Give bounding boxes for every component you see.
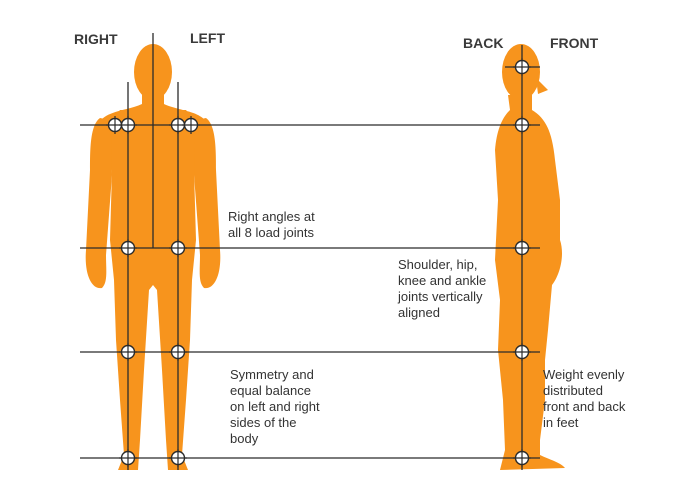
front-label: FRONT (550, 35, 599, 51)
joint-crosshair-icon (169, 116, 187, 134)
joint-crosshair-icon (169, 239, 187, 257)
note-line: Symmetry and (230, 367, 314, 382)
note-line: all 8 load joints (228, 225, 314, 240)
note-line: Shoulder, hip, (398, 257, 478, 272)
right-label: RIGHT (74, 31, 118, 47)
alignment-lines (80, 33, 540, 470)
joint-crosshair-icon (169, 343, 187, 361)
note-line: Right angles at (228, 209, 315, 224)
note-right-angles: Right angles at all 8 load joints (228, 209, 315, 241)
joint-crosshair-icon (119, 116, 137, 134)
joint-crosshair-icon (169, 449, 187, 467)
note-weight: Weight evenly distributed front and back… (543, 367, 625, 431)
joint-crosshair-icon (513, 116, 531, 134)
joint-crosshair-icon (119, 449, 137, 467)
joint-crosshair-icon (513, 449, 531, 467)
joint-markers (106, 58, 531, 467)
joint-crosshair-icon (513, 343, 531, 361)
joint-crosshair-icon (513, 239, 531, 257)
note-line: sides of the (230, 415, 297, 430)
note-line: on left and right (230, 399, 320, 414)
note-line: in feet (543, 415, 579, 430)
back-label: BACK (463, 35, 504, 51)
joint-crosshair-icon (119, 239, 137, 257)
joint-crosshair-icon (182, 116, 200, 134)
note-vertical-alignment: Shoulder, hip, knee and ankle joints ver… (398, 257, 486, 321)
joint-crosshair-icon (119, 343, 137, 361)
note-line: knee and ankle (398, 273, 487, 288)
note-line: Weight evenly (543, 367, 625, 382)
note-line: equal balance (230, 383, 311, 398)
note-line: front and back (543, 399, 626, 414)
note-line: joints vertically (398, 289, 483, 304)
note-line: distributed (543, 383, 603, 398)
note-line: aligned (398, 305, 440, 320)
left-label: LEFT (190, 30, 225, 46)
note-symmetry: Symmetry and equal balance on left and r… (230, 367, 320, 447)
joint-crosshair-icon (513, 58, 531, 76)
note-line: body (230, 431, 259, 446)
